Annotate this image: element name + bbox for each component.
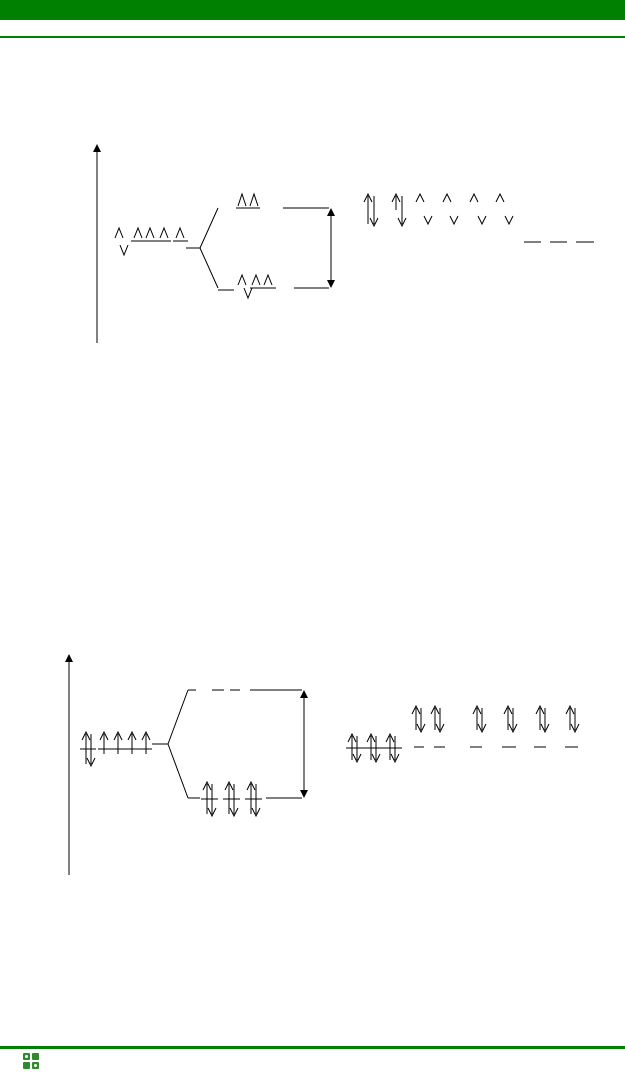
free-ion-orbitals [80,730,152,768]
configuration-boxes [363,192,594,243]
t2g-orbitals [218,273,329,300]
crystal-field-diagram-upper [93,144,594,343]
eg-orbitals [236,192,329,209]
config-triplet [346,732,402,764]
config-pair [442,192,459,226]
config-pair-raised [565,704,580,748]
orbital-paired [80,730,96,768]
config-pair [415,192,433,226]
config-pair [391,192,407,228]
orbital-single [143,226,157,242]
config-pair [495,192,514,226]
config-pair-raised [502,704,518,748]
orbital-single [98,730,112,754]
config-pair-raised [470,704,487,748]
footer-rule [0,1046,625,1049]
header-rule [0,36,625,38]
config-pair-raised [411,704,445,748]
free-ion-orbitals [114,226,188,257]
configuration-boxes [346,704,580,764]
orbital-single [157,226,171,242]
config-pair-raised [534,704,550,748]
config-pair [469,192,487,226]
orbital-paired [223,780,240,818]
config-pair [363,192,379,228]
t2g-orbitals [188,780,302,818]
orbital-paired [201,780,218,818]
orbital-paired [114,226,129,257]
orbital-paired [245,780,262,818]
orbital-single [131,226,145,242]
orbital-single [140,730,152,754]
green-puzzle-logo-icon [23,1053,39,1069]
orbital-single [173,226,188,242]
orbital-single [126,730,140,754]
orbital-single [112,730,126,754]
crystal-field-diagram-lower [65,654,580,875]
header-band [0,0,625,20]
